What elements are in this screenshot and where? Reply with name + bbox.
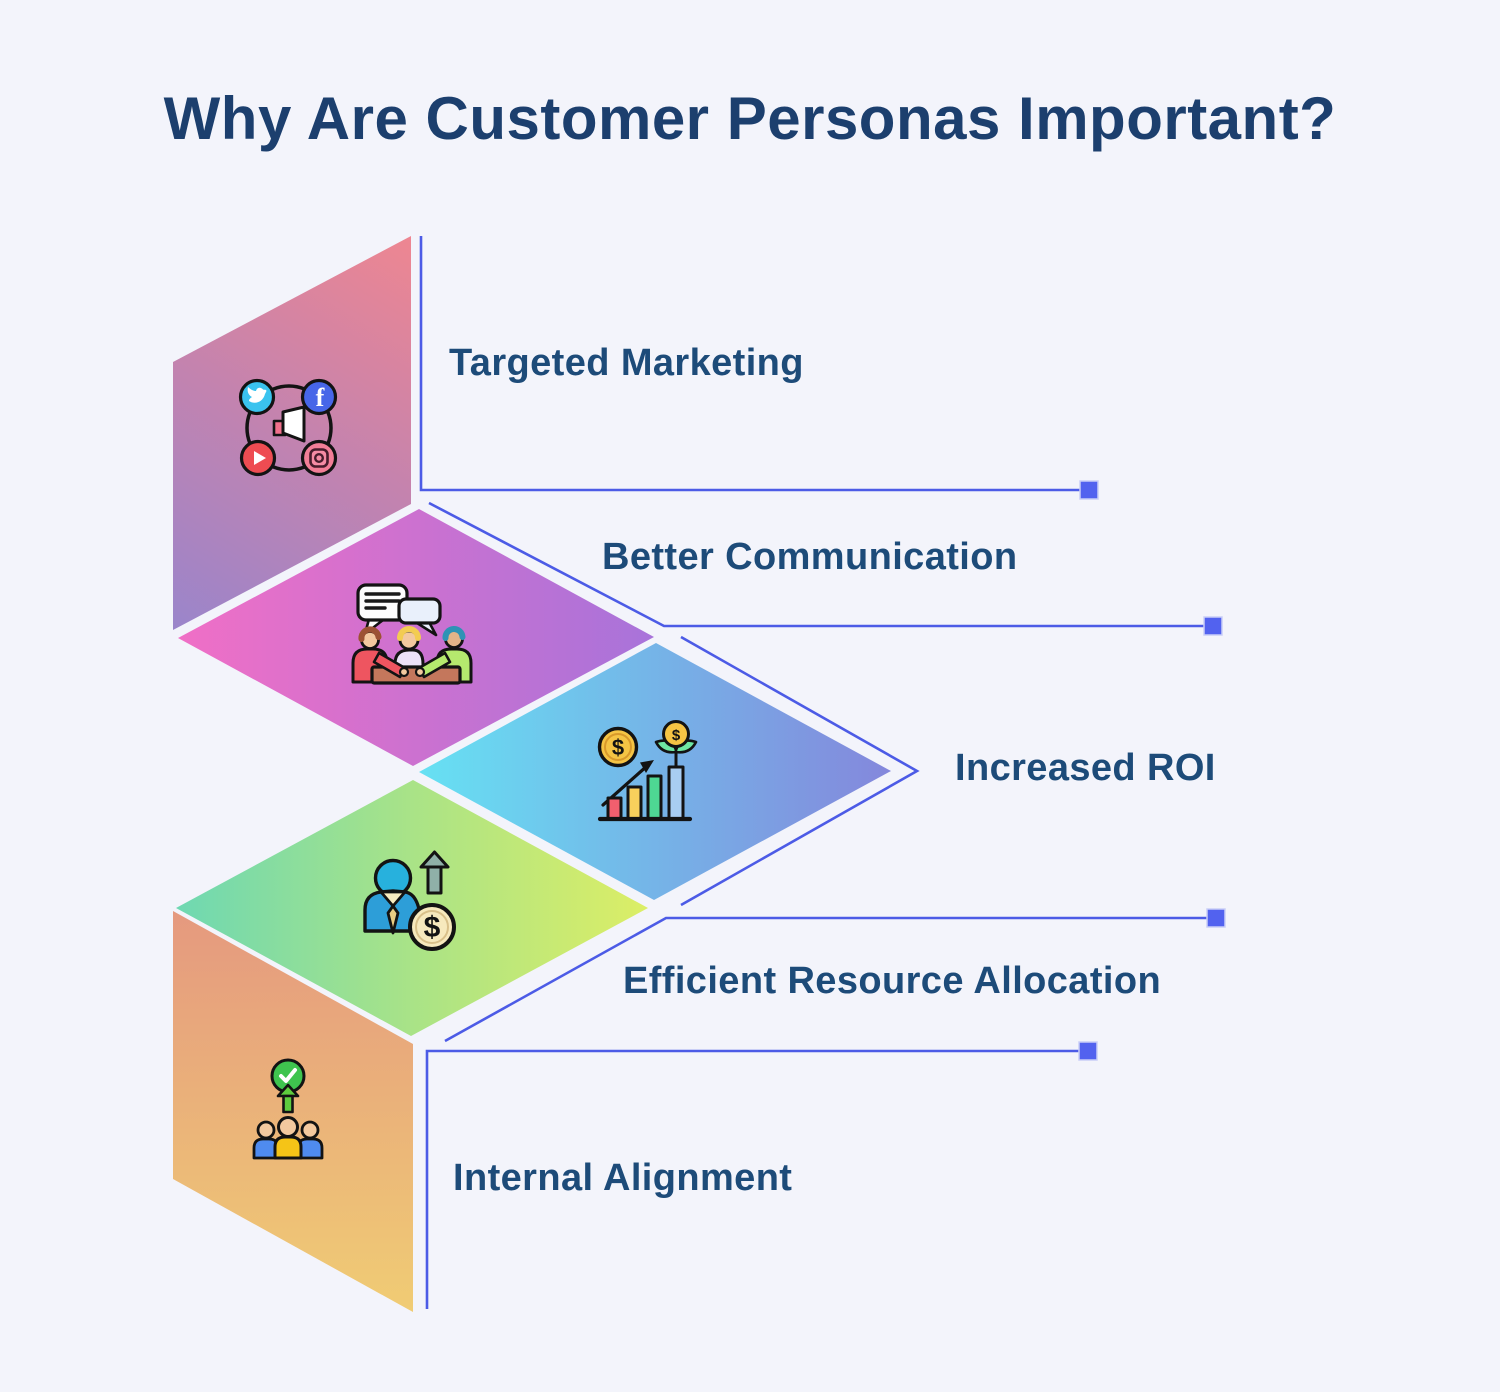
team-approval-icon [252, 1058, 324, 1160]
connector-increased-roi [680, 635, 920, 907]
label-internal-alignment: Internal Alignment [453, 1157, 793, 1199]
social-media-network-icon: f [238, 378, 338, 477]
connector-efficient-resource-allocation [444, 908, 1226, 1043]
label-better-communication: Better Communication [602, 536, 1018, 578]
svg-text:$: $ [424, 911, 441, 944]
svg-text:$: $ [672, 727, 681, 744]
person-salary-coin-icon: $ [363, 850, 456, 951]
ribbon-segment-3 [419, 643, 891, 900]
money-growth-chart-icon: $ $ [597, 720, 698, 822]
connector-targeted-marketing [419, 236, 1099, 500]
facebook-icon: f [300, 378, 338, 416]
label-increased-roi: Increased ROI [955, 747, 1216, 789]
page-title: Why Are Customer Personas Important? [163, 85, 1337, 152]
people-conversation-icon [351, 583, 473, 685]
connector-endpoint-square [1079, 480, 1099, 500]
connector-endpoint-square [1203, 616, 1223, 636]
svg-text:f: f [316, 383, 325, 412]
connector-internal-alignment [425, 1041, 1098, 1309]
label-targeted-marketing: Targeted Marketing [449, 342, 804, 384]
connector-better-communication [428, 501, 1223, 636]
play-video-icon [239, 439, 277, 477]
twitter-icon [238, 378, 276, 416]
connector-endpoint-square [1078, 1041, 1098, 1061]
svg-text:$: $ [612, 735, 624, 760]
label-efficient-resource-allocation: Efficient Resource Allocation [623, 960, 1162, 1002]
connector-endpoint-square [1206, 908, 1226, 928]
instagram-icon [300, 439, 338, 477]
